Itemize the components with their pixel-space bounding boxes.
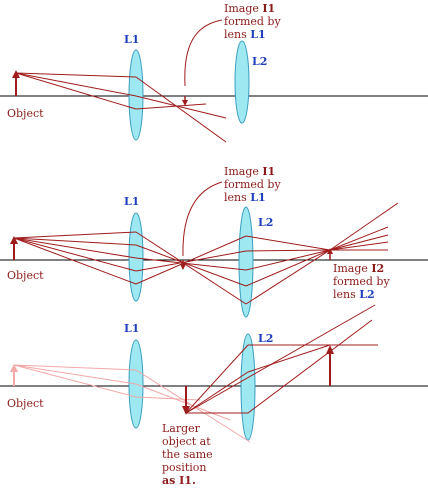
note-line4: position [162, 461, 206, 474]
final-image-arrowhead [326, 345, 334, 354]
image-i1-arrowhead [180, 264, 186, 270]
image-i1-callout-line2: formed by [224, 178, 281, 191]
image-i2-label-line3: lens L2 [333, 288, 375, 301]
l1-label: L1 [124, 322, 139, 335]
note-line2: object at [162, 435, 211, 448]
rays [13, 202, 399, 305]
image-i2-label-line2: formed by [333, 275, 390, 288]
l1-label: L1 [124, 195, 139, 208]
larger-object-arrowhead [182, 406, 190, 415]
callout-line [184, 19, 223, 87]
image-i1-callout-line1: Image I1 [224, 165, 275, 178]
object-label: Object [7, 107, 44, 120]
object-arrowhead [10, 236, 18, 244]
image-i1-callout-line2: formed by [224, 15, 281, 28]
image-i1-callout-line3: lens L1 [224, 28, 266, 41]
image-i2-label-line1: Image I2 [333, 262, 384, 275]
image-i1-callout-line3: lens L1 [224, 191, 266, 204]
note-line1: Larger [162, 422, 201, 435]
callout-line [182, 181, 223, 257]
image-i2-arrowhead [327, 248, 333, 254]
image-i1-callout-line1: Image I1 [224, 2, 275, 15]
panel-1: L1 L2 Object Image I1 formed by lens L1 [0, 2, 428, 143]
object-arrowhead [12, 70, 20, 78]
note-line3: the same [162, 448, 213, 461]
l2-label: L2 [258, 216, 273, 229]
l1-label: L1 [124, 33, 139, 46]
note-line5: as I1. [162, 474, 196, 487]
image-i1-arrowhead [182, 100, 188, 106]
rays [15, 72, 227, 143]
panel-3: L1 L2 Object Larger object at the same p… [0, 304, 428, 487]
object-label: Object [7, 269, 44, 282]
panel-2: L1 L2 Object Image I1 formed by lens L1 … [0, 165, 428, 318]
rays [185, 304, 378, 414]
lens-l2 [238, 206, 254, 318]
lens-l2 [234, 40, 250, 124]
object-label: Object [7, 397, 44, 410]
l2-label: L2 [252, 55, 267, 68]
l2-label: L2 [258, 332, 273, 345]
faded-object-arrowhead [10, 364, 18, 372]
